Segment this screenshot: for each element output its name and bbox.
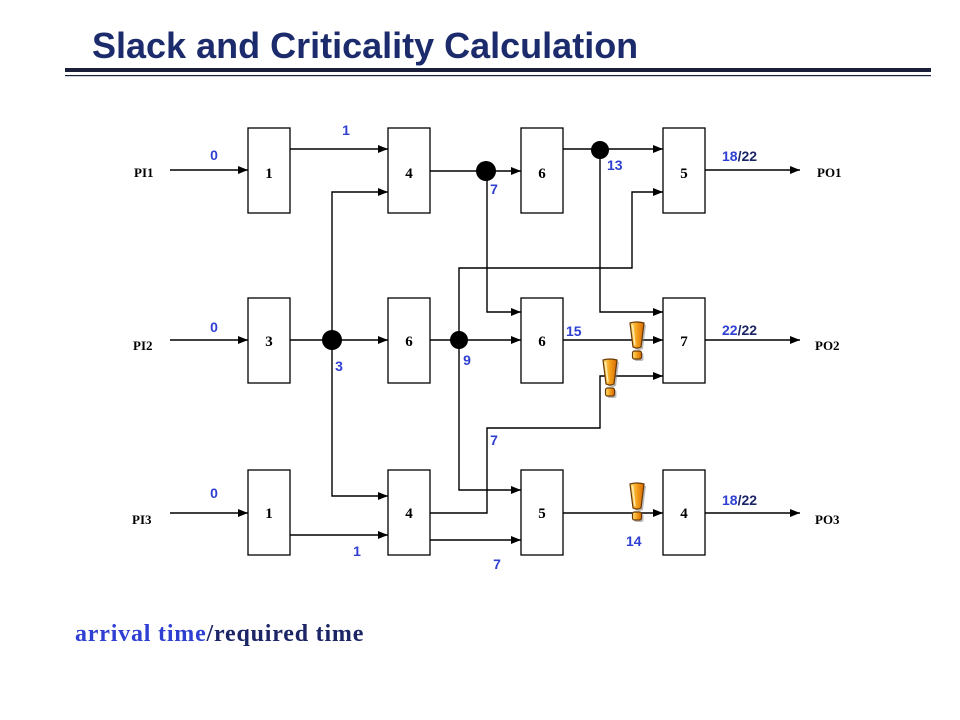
primary-input-label: PI1: [134, 165, 154, 180]
title-rule-thick: [65, 68, 931, 72]
legend-arrival: arrival time: [75, 621, 207, 647]
primary-output-label: PO3: [815, 512, 840, 527]
wire-r2c2-to-r1c4: [458, 188, 663, 340]
output-separator: /: [738, 322, 742, 338]
gate-r3c3: [520, 469, 564, 556]
input-arrival-time: 0: [210, 319, 218, 335]
wire-r2c1-to-r1c2: [331, 188, 388, 340]
gate-r1c1: [247, 127, 291, 214]
gate-r2c2: [387, 297, 431, 384]
gate-r3c2: [387, 469, 431, 556]
wire-arrival-time: 14: [626, 533, 642, 549]
gate-delay: 3: [265, 334, 273, 350]
output-required-time: 22: [741, 148, 757, 164]
title-rule-thin: [65, 75, 931, 77]
output-arrival-time: 18: [722, 492, 738, 508]
legend-caption: arrival time/required time: [75, 621, 364, 647]
gate-r2c4: [662, 297, 706, 384]
wire-arrival-time: 9: [463, 352, 471, 368]
output-arrival-time: 22: [722, 322, 738, 338]
wire-arrival-time: 15: [566, 323, 582, 339]
gate-delay: 1: [265, 506, 273, 522]
wire-r2c2-to-r3c3: [458, 340, 521, 494]
wire-r2c1-to-r3c2: [331, 340, 388, 500]
legend-separator: /: [206, 621, 214, 647]
page-title: Slack and Criticality Calculation: [92, 25, 638, 66]
fanout-dot: [476, 161, 496, 181]
gate-delay: 6: [538, 334, 546, 350]
output-required-time: 22: [741, 322, 757, 338]
gate-delay: 6: [405, 334, 413, 350]
gate-delay: 6: [538, 166, 546, 182]
critical-exclamation-icon: [629, 482, 647, 523]
gate-delay: 4: [405, 506, 413, 522]
wire-r1c2-to-r2c3: [486, 171, 521, 316]
wire-arrival-time: 13: [607, 157, 623, 173]
gate-r3c1: [247, 469, 291, 556]
output-timing-label: 22/22: [722, 322, 757, 338]
gate-delay: 4: [405, 166, 413, 182]
fanout-dot: [322, 330, 342, 350]
gate-r1c2: [387, 127, 431, 214]
wire-r1c3-to-r2c4: [599, 149, 663, 316]
output-separator: /: [738, 492, 742, 508]
fanout-dot: [450, 331, 468, 349]
gate-delay: 5: [538, 506, 546, 522]
legend-required: required time: [214, 621, 364, 647]
gate-r2c3: [520, 297, 564, 384]
wire-arrival-time: 7: [493, 556, 501, 572]
input-arrival-time: 0: [210, 147, 218, 163]
wire-arrival-time: 1: [342, 122, 350, 138]
output-timing-label: 18/22: [722, 492, 757, 508]
output-timing-label: 18/22: [722, 148, 757, 164]
primary-input-label: PI3: [132, 512, 152, 527]
gate-delay: 5: [680, 166, 688, 182]
fanout-dot: [591, 141, 609, 159]
input-arrival-time: 0: [210, 485, 218, 501]
wires: [170, 145, 800, 544]
primary-output-label: PO2: [815, 338, 840, 353]
wire-arrival-time: 7: [490, 181, 498, 197]
primary-input-label: PI2: [133, 338, 153, 353]
output-separator: /: [738, 148, 742, 164]
critical-exclamation-icon: [602, 358, 620, 399]
output-required-time: 22: [741, 492, 757, 508]
gate-r1c3: [520, 127, 564, 214]
gate-r3c4: [662, 469, 706, 556]
primary-output-label: PO1: [817, 165, 842, 180]
gate-delay: 4: [680, 506, 688, 522]
wire-arrival-time: 7: [490, 432, 498, 448]
output-arrival-time: 18: [722, 148, 738, 164]
wire-arrival-time: 3: [335, 358, 343, 374]
gate-delay: 1: [265, 166, 273, 182]
critical-exclamation-icon: [629, 321, 647, 362]
gate-r2c1: [247, 297, 291, 384]
gate-delay: 7: [680, 334, 688, 350]
gate-r1c4: [662, 127, 706, 214]
wire-arrival-time: 1: [353, 543, 361, 559]
